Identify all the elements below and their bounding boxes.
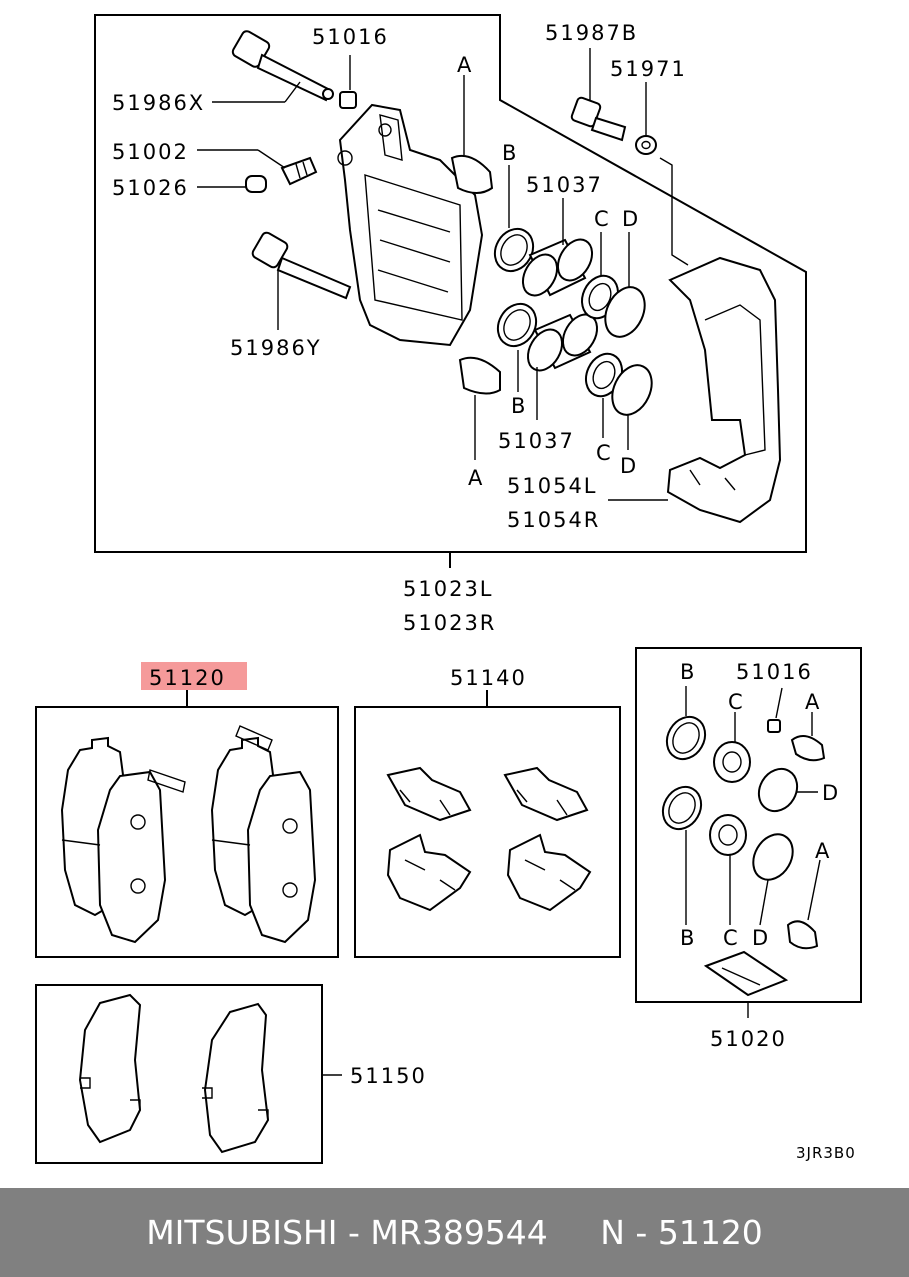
footer-ref-number: 51120 xyxy=(657,1213,763,1252)
washer-51971 xyxy=(635,135,657,155)
guide-pin-51986x xyxy=(231,30,334,102)
label-51120: 51120 xyxy=(149,666,226,690)
label-51971: 51971 xyxy=(610,57,687,81)
label-51020: 51020 xyxy=(710,1027,787,1051)
boot-a-top xyxy=(450,154,494,194)
label-d-top: D xyxy=(622,207,640,231)
label-51987b: 51987B xyxy=(545,21,638,45)
label-d-bottom: D xyxy=(620,454,638,478)
seal-label-a1: A xyxy=(805,690,821,714)
label-51986x: 51986X xyxy=(112,91,205,115)
seal-label-c2: C xyxy=(723,926,740,950)
label-51037-bottom: 51037 xyxy=(498,429,575,453)
footer-separator: - xyxy=(337,1213,371,1252)
label-b-bottom: B xyxy=(511,394,527,418)
pad-clip-set xyxy=(386,766,592,912)
seal-label-d1: D xyxy=(822,781,840,805)
pad-shim-set xyxy=(78,993,270,1154)
caliper-body xyxy=(337,103,484,347)
caliper-assembly-frame xyxy=(94,14,807,553)
seal-d-top xyxy=(604,286,646,338)
seal-kit-parts xyxy=(661,686,826,1018)
label-c-bottom: C xyxy=(596,441,613,465)
label-51023l: 51023L xyxy=(403,577,494,601)
seal-label-a2: A xyxy=(815,839,831,863)
label-51016: 51016 xyxy=(312,25,389,49)
label-51150: 51150 xyxy=(350,1064,427,1088)
clip-kit-frame xyxy=(354,706,621,958)
label-c-top: C xyxy=(594,207,611,231)
footer-bar: MITSUBISHI - MR389544 N - 51120 xyxy=(0,1188,909,1277)
brake-pad-set-left xyxy=(60,736,186,944)
seal-d-bottom xyxy=(611,364,653,416)
label-51140: 51140 xyxy=(450,666,527,690)
brake-pad-set-right xyxy=(210,725,317,944)
caliper-support-51054 xyxy=(666,256,782,524)
bleeder-screw-51002 xyxy=(280,156,318,186)
label-51054r: 51054R xyxy=(507,508,600,532)
label-51023r: 51023R xyxy=(403,611,496,635)
bush-51016 xyxy=(339,91,357,109)
footer-brand: MITSUBISHI xyxy=(146,1213,338,1252)
seal-label-51016: 51016 xyxy=(736,660,813,684)
parts-diagram: 51016 51986X 51002 51026 51986Y A B 5103… xyxy=(35,14,862,1164)
label-51054l: 51054L xyxy=(507,474,598,498)
pad-kit-frame xyxy=(35,706,339,958)
diagram-code: 3JR3B0 xyxy=(796,1144,856,1162)
label-51002: 51002 xyxy=(112,140,189,164)
label-51986y: 51986Y xyxy=(230,336,322,360)
seal-label-b1: B xyxy=(680,660,696,684)
footer-gap xyxy=(548,1213,600,1252)
bolt-51987b xyxy=(570,96,627,142)
label-a-bottom: A xyxy=(468,466,484,490)
label-a-top: A xyxy=(457,53,473,77)
footer-ref-prefix: N - xyxy=(600,1213,658,1252)
label-51037-top: 51037 xyxy=(526,173,603,197)
piston-51037-top xyxy=(521,238,594,297)
guide-pin-51986y xyxy=(251,231,352,300)
seal-label-c1: C xyxy=(728,690,745,714)
piston-51037-bottom xyxy=(526,313,599,372)
footer-part-number: MR389544 xyxy=(370,1213,548,1252)
boot-a-bottom xyxy=(458,356,501,395)
seal-b-top xyxy=(493,227,535,273)
seal-label-b2: B xyxy=(680,926,696,950)
pad-label-highlight xyxy=(141,662,247,690)
label-51026: 51026 xyxy=(112,176,189,200)
seal-label-d2: D xyxy=(752,926,770,950)
cap-51026 xyxy=(245,175,267,193)
label-b-top: B xyxy=(502,141,518,165)
shim-kit-frame xyxy=(35,984,323,1164)
seal-b-bottom xyxy=(496,302,538,348)
